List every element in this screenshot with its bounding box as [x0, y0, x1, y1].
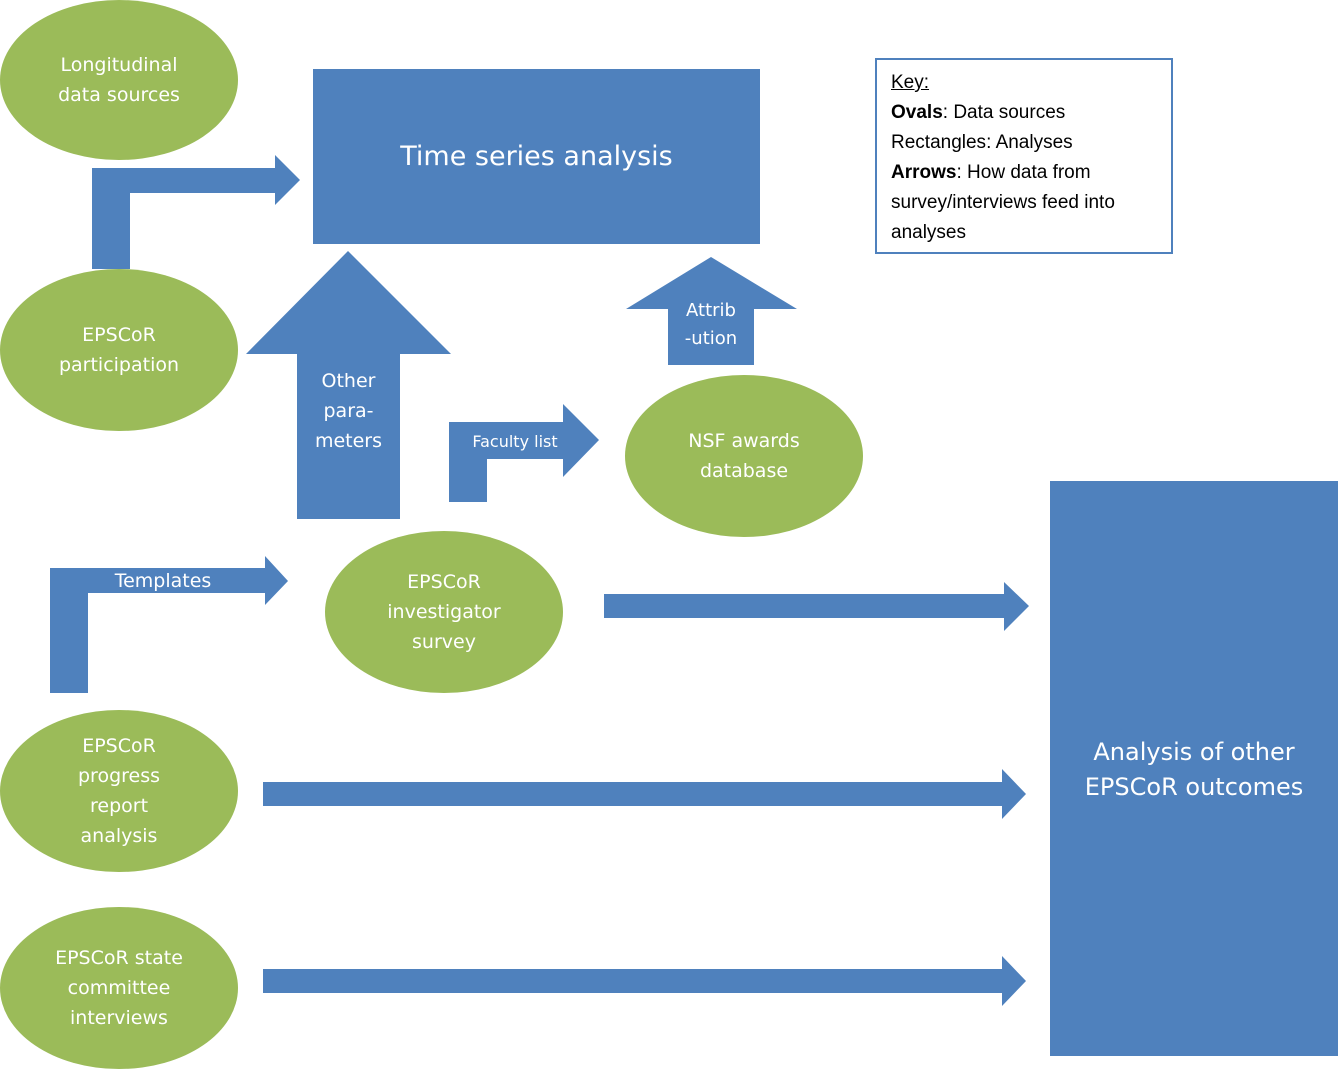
- legend-key: Key: Ovals: Data sources Rectangles: Ana…: [875, 58, 1173, 254]
- label-templates: Templates: [114, 569, 212, 592]
- oval-nsf: [625, 375, 863, 537]
- oval-survey: [325, 531, 563, 693]
- arrow-progress-to-other: [263, 769, 1026, 819]
- oval-participation: [0, 269, 238, 431]
- oval-progress: [0, 710, 238, 872]
- arrow-other-parameters: [246, 251, 451, 519]
- key-desc-arrows: : How data from survey/interviews feed i…: [891, 162, 1115, 243]
- arrow-faculty-list: [449, 404, 599, 502]
- key-desc-rectangles: : Analyses: [986, 132, 1073, 153]
- label-longitudinal: Longitudinal data sources: [58, 54, 180, 106]
- label-participation: EPSCoR participation: [58, 324, 180, 376]
- label-nsf: NSF awards database: [688, 430, 800, 482]
- arrow-participation-to-timeseries: [92, 155, 300, 269]
- key-row-rectangles: Rectangles: Analyses: [891, 128, 1157, 158]
- key-term-arrows: Arrows: [891, 162, 957, 183]
- label-other-outcomes: Analysis of other EPSCoR outcomes: [1084, 738, 1304, 801]
- label-interviews: EPSCoR state committee interviews: [55, 947, 183, 1029]
- arrow-interviews-to-other: [263, 956, 1026, 1006]
- label-survey: EPSCoR investigator survey: [387, 571, 501, 653]
- oval-interviews: [0, 907, 238, 1069]
- label-faculty-list: Faculty list: [472, 431, 558, 451]
- rect-timeseries: [313, 69, 760, 244]
- label-attribution: Attrib -ution: [684, 300, 738, 349]
- key-row-arrows: Arrows: How data from survey/interviews …: [891, 158, 1157, 248]
- key-desc-ovals: : Data sources: [942, 102, 1066, 123]
- arrow-attribution: [626, 257, 797, 365]
- oval-longitudinal: [0, 0, 238, 160]
- label-progress: EPSCoR progress report analysis: [77, 735, 161, 847]
- rect-other-outcomes: [1050, 481, 1338, 1056]
- key-row-ovals: Ovals: Data sources: [891, 98, 1157, 128]
- label-other-parameters: Other para- meters: [314, 370, 383, 452]
- label-timeseries: Time series analysis: [400, 141, 673, 172]
- key-title: Key:: [891, 72, 930, 93]
- key-term-rectangles: Rectangles: [891, 132, 987, 153]
- key-term-ovals: Ovals: [891, 102, 943, 123]
- arrow-templates: [50, 556, 288, 693]
- arrow-survey-to-other-clean: [604, 582, 1029, 631]
